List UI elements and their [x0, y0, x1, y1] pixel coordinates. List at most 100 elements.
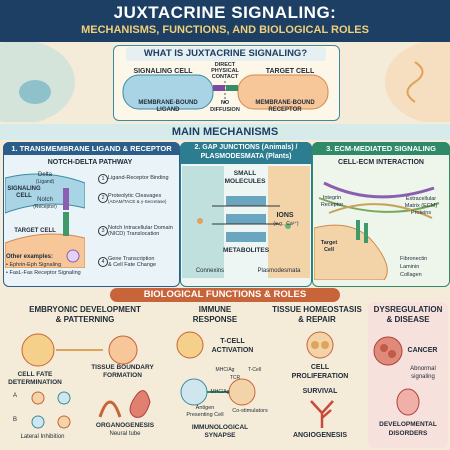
what-is-target-cell: TARGET CELL [265, 68, 315, 75]
ions-sub-label: (e.g., Ca²⁺) [273, 221, 299, 227]
synapse-label-1: IMMUNOLOGICAL [191, 424, 249, 431]
ecm-label-1: Extracellular [405, 196, 437, 202]
developmental-label-2: DISORDERS [388, 430, 428, 437]
homeostasis-title-2: & REPAIR [298, 315, 336, 324]
header-banner [0, 0, 450, 42]
small-molecules-label-1: SMALL [233, 170, 257, 177]
panel1-signaling-cell-1: SIGNALING [7, 186, 41, 192]
embryonic-title-1: EMBRYONIC DEVELOPMENT [29, 305, 141, 314]
panel3-target-cell-2: Cell [323, 247, 335, 253]
plasmodesmata-label: Plasmodesmata [257, 268, 301, 274]
label-a: A [12, 393, 17, 399]
collagen-label: Collagen [400, 272, 422, 278]
embryo-icon [21, 333, 138, 367]
functions-bar [110, 288, 340, 302]
disease-title-1: DYSREGULATION [373, 305, 443, 314]
functions-title: BIOLOGICAL FUNCTIONS & ROLES [143, 289, 307, 300]
notch-delta-label: NOTCH-DELTA PATHWAY [47, 159, 133, 166]
other-examples-label: Other examples: [6, 254, 54, 260]
step-4-num: 4 [98, 257, 108, 267]
what-is-diagram [122, 74, 329, 110]
proliferation-label-1: CELL [310, 364, 330, 371]
delta-label: Delta [37, 172, 52, 178]
page-subtitle: MECHANISMS, FUNCTIONS, AND BIOLOGICAL RO… [81, 24, 369, 36]
tissue-boundary-2: FORMATION [103, 372, 142, 379]
example-ephrin: • Ephrin-Eph Signaling [6, 262, 62, 268]
notch-label: Notch [37, 197, 53, 203]
abnormal-label-1: Abnormal [410, 366, 436, 372]
notch-sub-label: (Receptor) [33, 204, 57, 210]
disease-panel [368, 302, 448, 448]
cancer-icon [373, 336, 403, 366]
panel-transmembrane-bar [3, 142, 180, 155]
panel-gap-title-1: 2. GAP JUNCTIONS (Animals) / [194, 144, 298, 151]
panel-ecm-title: 3. ECM-MEDIATED SIGNALING [326, 144, 436, 153]
decorative-cell-right-icon [385, 42, 450, 122]
immune-title-1: IMMUNE [198, 305, 232, 314]
fetus-icon [396, 388, 420, 416]
proliferation-icon [306, 331, 334, 359]
connexins-label: Connexins [195, 268, 225, 274]
integrin-label-1: Integrin [322, 195, 342, 201]
angiogenesis-label: ANGIOGENESIS [292, 432, 348, 439]
fibronectin-label: Fibronectin [400, 256, 428, 262]
gap-junction-diagram [182, 166, 310, 278]
survival-label: SURVIVAL [302, 388, 338, 395]
step-1-num: 1 [98, 174, 108, 184]
tcell-icon [176, 331, 204, 359]
step-2-num: 2 [98, 193, 108, 203]
organogenesis-icon [98, 390, 151, 418]
integrin-label-2: Receptor [320, 202, 344, 208]
immune-title-2: RESPONSE [192, 315, 238, 324]
page-title: JUXTACRINE SIGNALING: [113, 3, 337, 22]
no-diffusion-label-1: NO [220, 100, 230, 106]
immune-synapse-icon [180, 378, 256, 406]
tcell-activation-1: T-CELL [220, 338, 245, 345]
neural-tube-label: Neural tube [109, 431, 141, 437]
proliferation-label-2: PROLIFERATION [291, 373, 349, 380]
step-4-text-1: Gene Transcription [108, 256, 155, 262]
cell-fate-2: DETERMINATION [8, 379, 62, 386]
homeostasis-title-1: TISSUE HOMEOSTASIS [272, 305, 362, 314]
abnormal-label-2: signaling [411, 374, 435, 380]
tcell-activation-2: ACTIVATION [211, 347, 254, 354]
ecm-label-2: Matrix (ECM) [404, 203, 438, 209]
notch-delta-diagram [5, 173, 85, 268]
cancer-label: CANCER [407, 347, 438, 354]
tcr-label: TCR [229, 375, 241, 381]
tissue-boundary-1: TISSUE BOUNDARY [91, 364, 154, 371]
mhc-ag-label-2: MHC/Ag [210, 389, 230, 395]
organogenesis-label: ORGANOGENESIS [95, 422, 155, 429]
disease-title-2: & DISEASE [386, 315, 430, 324]
direct-contact-label-1: DIRECT [214, 62, 236, 68]
what-is-title: WHAT IS JUXTACRINE SIGNALING? [143, 48, 308, 59]
apc-label-2: Presenting Cell [186, 412, 224, 418]
small-molecules-label-2: MOLECULES [224, 178, 266, 185]
receptor-label-1: MEMBRANE-BOUND [255, 100, 315, 106]
panel1-target-cell: TARGET CELL [14, 228, 56, 234]
step-4-text-2: & Cell Fate Change [108, 262, 156, 268]
panel-ecm-bar [312, 142, 450, 155]
step-3-text-1: Notch Intracellular Domain [108, 225, 173, 231]
step-3-num: 3 [98, 226, 108, 236]
delta-sub-label: (Ligand) [35, 179, 55, 185]
step-2-text-1: Proteolytic Cleavages [108, 193, 162, 199]
what-is-title-bar [126, 47, 326, 61]
what-is-signaling-cell: SIGNALING CELL [133, 68, 193, 75]
angiogenesis-icon [310, 400, 334, 428]
lateral-inhibition-icon [31, 391, 71, 429]
apc-label-1: Antigen [195, 405, 215, 411]
step-3-text-2: (NICD) Translocation [108, 231, 160, 237]
synapse-label-2: SYNAPSE [204, 432, 236, 439]
ecm-diagram [314, 181, 440, 280]
ligand-label-1: MEMBRANE-BOUND [138, 100, 198, 106]
ions-label: IONS [276, 212, 294, 219]
panel3-target-cell-1: Target [320, 240, 338, 246]
laminin-label: Laminin [400, 264, 420, 270]
mechanisms-bar [0, 124, 450, 140]
lateral-inhibition-label: Lateral Inhibition [20, 434, 65, 440]
receptor-label-2: RECEPTOR [268, 107, 302, 113]
tcell-label: T-Cell [247, 367, 262, 373]
developmental-label-1: DEVELOPMENTAL [379, 421, 437, 428]
